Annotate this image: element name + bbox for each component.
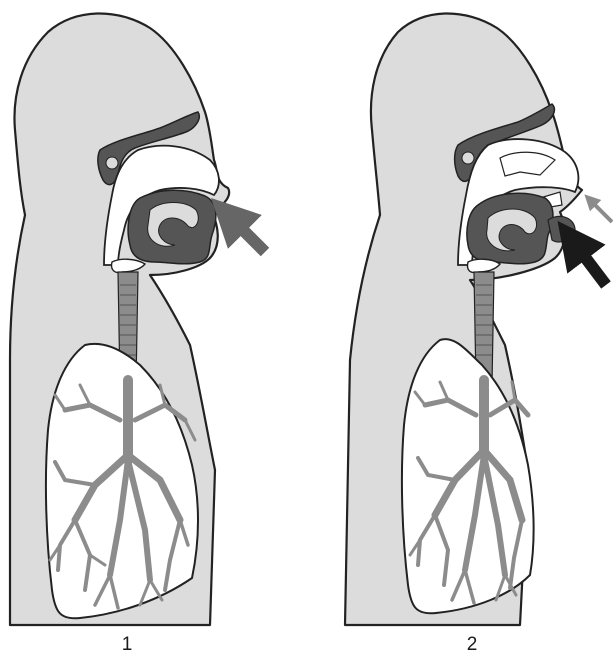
airflow-arrow-icon — [572, 240, 606, 285]
panel-label-2: 2 — [452, 634, 492, 656]
tongue-2 — [467, 193, 553, 264]
airflow-arrow-icon — [228, 215, 265, 252]
panel-label-1: 1 — [107, 634, 147, 656]
tongue-1 — [128, 190, 216, 264]
panel-1 — [10, 13, 265, 625]
airflow-arrow-icon — [590, 200, 612, 222]
panel-2 — [345, 13, 612, 625]
